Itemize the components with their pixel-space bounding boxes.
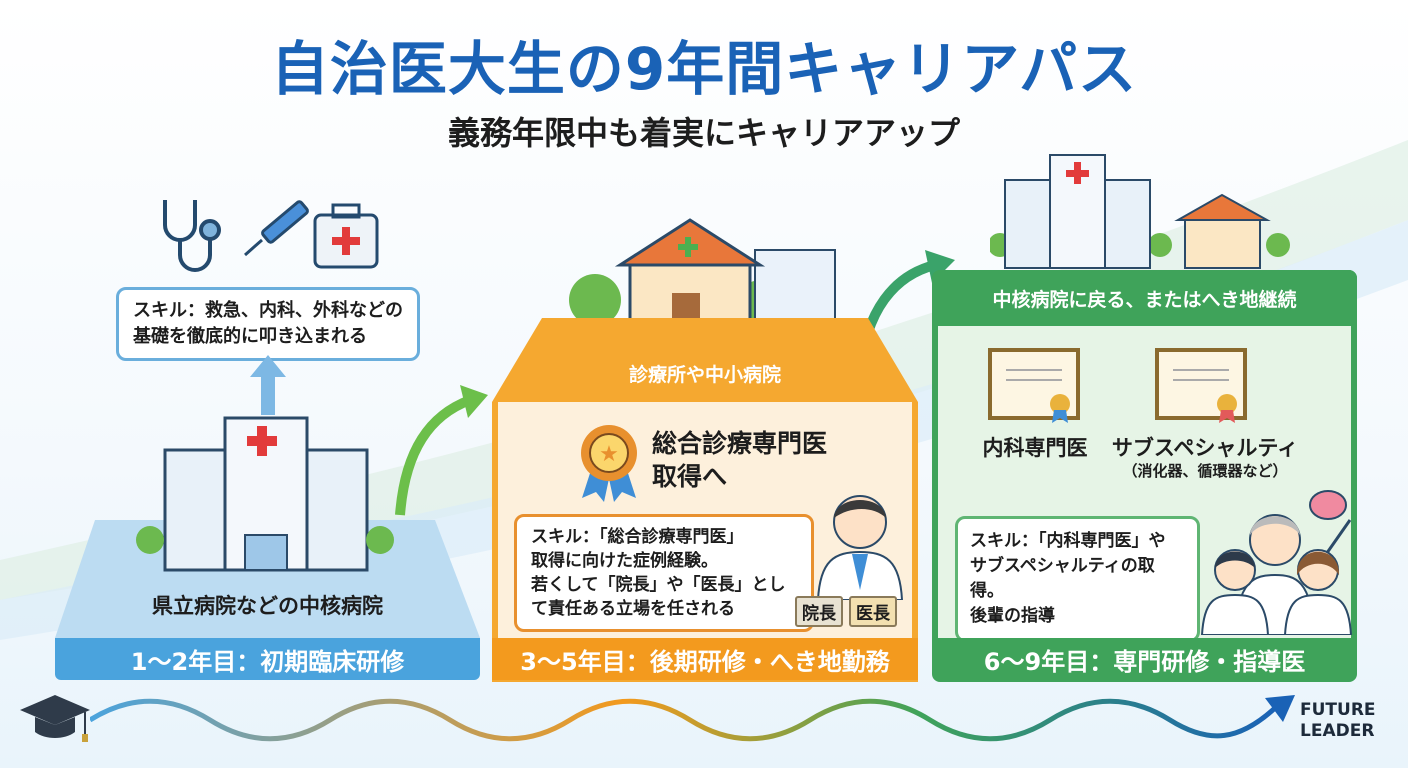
- graduation-cap-icon: [20, 695, 90, 742]
- svg-text:★: ★: [599, 442, 619, 467]
- medical-tools-icons: [163, 200, 379, 272]
- hospital-and-clinic-icon: [990, 154, 1290, 269]
- skill-line: 後輩の指導: [970, 606, 1055, 626]
- skill-line: て責任ある立場を任される: [531, 599, 735, 619]
- future-leader-label: FUTURE LEADER: [1300, 700, 1376, 742]
- brand-line: LEADER: [1300, 721, 1375, 741]
- hospital-icon: [163, 416, 369, 572]
- mentor-doctors-icon: [1200, 490, 1353, 635]
- clinic-icon: [569, 218, 836, 335]
- stethoscope-icon: [163, 200, 221, 272]
- skill-line: スキル：救急、内科、外科などの: [133, 300, 403, 321]
- chief-badge: 医長: [849, 596, 897, 627]
- certificate-icon: [1155, 348, 1247, 423]
- stage2-goal: 総合診療専門医 取得へ: [652, 427, 827, 493]
- award-medal-icon: ★: [581, 425, 637, 502]
- skill-line: スキル：「内科専門医」や: [970, 531, 1166, 551]
- up-arrow-icon: [250, 355, 286, 415]
- skill-line: スキル：「総合診療専門医」: [531, 527, 744, 547]
- syringe-icon: [244, 200, 309, 257]
- stage3-place-label: 中核病院に戻る、またはへき地継続: [932, 270, 1357, 326]
- stage1-place-label: 県立病院などの中核病院: [152, 594, 383, 618]
- skill-line: 基礎を徹底的に叩き込まれる: [133, 326, 367, 347]
- stage3-band: 6〜9年目：専門研修・指導医: [932, 638, 1357, 680]
- certificate-icon: [988, 348, 1080, 423]
- director-badge: 院長: [795, 596, 843, 627]
- page-title: 自治医大生の9年間キャリアパス: [270, 35, 1138, 103]
- skill-line: サブスペシャルティの取得。: [970, 556, 1155, 601]
- stage2-band: 3〜5年目：後期研修・へき地勤務: [492, 638, 918, 680]
- growth-arrow-icon: [395, 385, 488, 516]
- brand-line: FUTURE: [1300, 700, 1376, 720]
- stage3-skill-bubble: スキル：「内科専門医」や サブスペシャルティの取得。 後輩の指導: [955, 516, 1200, 642]
- brain-icon: [1309, 490, 1347, 520]
- stage2-skill-bubble: スキル：「総合診療専門医」 取得に向けた症例経験。 若くして「院長」や「医長」と…: [514, 514, 814, 632]
- page-subtitle: 義務年限中も着実にキャリアアップ: [447, 114, 960, 152]
- stage1-platform: [55, 416, 480, 638]
- skill-line: 若くして「院長」や「医長」とし: [531, 575, 786, 595]
- role-badges: 院長 医長: [795, 596, 897, 627]
- cert-subspecialty: サブスペシャルティ: [1111, 436, 1299, 460]
- stage1-band: 1〜2年目：初期臨床研修: [55, 638, 480, 680]
- first-aid-kit-icon: [313, 203, 379, 269]
- skill-line: 取得に向けた症例経験。: [531, 551, 718, 571]
- stage2-place-label: 診療所や中小病院: [628, 364, 781, 386]
- goal-line: 取得へ: [652, 462, 728, 491]
- stage1-skill-bubble: スキル：救急、内科、外科などの 基礎を徹底的に叩き込まれる: [116, 287, 420, 361]
- goal-line: 総合診療専門医: [652, 429, 828, 458]
- cert-internal-medicine: 内科専門医: [982, 436, 1088, 460]
- young-doctor-icon: [816, 495, 904, 600]
- arrow-head-icon: [1265, 695, 1295, 722]
- cert-subspecialty-note: （消化器、循環器など）: [1122, 462, 1288, 480]
- timeline-wave: [90, 695, 1295, 742]
